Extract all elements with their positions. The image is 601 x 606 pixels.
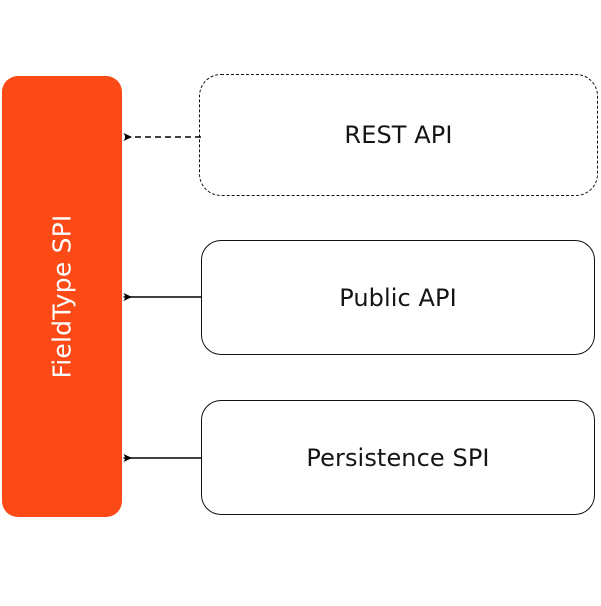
node-public-api[interactable]: Public API [201, 240, 595, 355]
node-persistence-spi[interactable]: Persistence SPI [201, 400, 595, 515]
fieldtype-spi-bar[interactable]: FieldType SPI [2, 76, 122, 517]
node-rest-api-label: REST API [344, 121, 453, 149]
fieldtype-spi-bar-label: FieldType SPI [47, 214, 77, 379]
node-rest-api[interactable]: REST API [199, 74, 598, 196]
node-persistence-spi-label: Persistence SPI [306, 443, 490, 472]
node-public-api-label: Public API [339, 283, 457, 312]
